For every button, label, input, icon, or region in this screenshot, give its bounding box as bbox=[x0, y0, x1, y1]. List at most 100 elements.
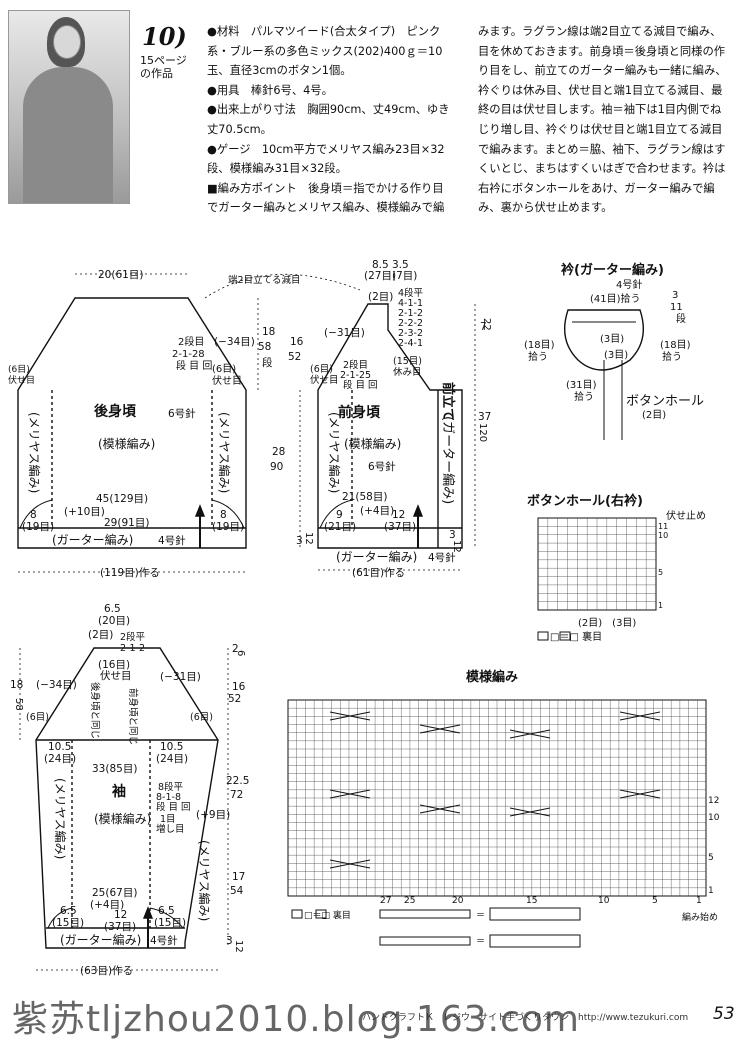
front-w35: 3.5 bbox=[392, 259, 409, 271]
back-needle4: 4号針 bbox=[158, 534, 186, 547]
front-outline bbox=[317, 303, 463, 549]
tools-line: ●用具 棒針6号、4号。 bbox=[207, 83, 333, 97]
cable-cross bbox=[329, 711, 371, 721]
svg-text:2-1-2: 2-1-2 bbox=[120, 643, 145, 654]
front-fuse: 伏せ目 bbox=[310, 374, 339, 386]
front-d16: 16 bbox=[290, 336, 304, 348]
sleeve-d16: 16 bbox=[232, 681, 246, 693]
back-cast6-right: (6目) bbox=[212, 364, 236, 375]
pat-col-20: 20 bbox=[452, 896, 464, 906]
sleeve-d6: 6 bbox=[235, 650, 246, 656]
sleeve-w33: 33(85目) bbox=[92, 763, 137, 775]
pat-row-5: 5 bbox=[708, 853, 714, 863]
placket-label: 前立て bbox=[440, 382, 456, 421]
sleeve-pattern: (模様編み) bbox=[94, 811, 151, 826]
sleeve-w20: (20目) bbox=[98, 615, 130, 627]
front-w21b: (21目) bbox=[324, 521, 356, 533]
sleeve-d12: 12 bbox=[233, 940, 244, 953]
back-garter: (ガーター編み) bbox=[52, 532, 133, 547]
front-needle: 6号針 bbox=[368, 460, 396, 473]
sleeve-w4: (+4目) bbox=[90, 899, 124, 911]
pattern-number: 10) bbox=[142, 22, 187, 51]
front-minus31: (−31目) bbox=[324, 327, 365, 339]
buttonhole-bindoff: 伏せ止め bbox=[666, 509, 706, 522]
watermark: 紫苏tljzhou2010.blog.163.com bbox=[12, 999, 580, 1040]
sleeve-d52: 52 bbox=[228, 693, 241, 705]
cable-cross bbox=[329, 789, 371, 799]
bh-row-10: 10 bbox=[658, 531, 668, 540]
sleeve-w24-right: (24目) bbox=[156, 753, 188, 765]
collar-buttonhole: ボタンホール bbox=[626, 394, 704, 409]
svg-text:8-1-8: 8-1-8 bbox=[156, 792, 181, 803]
collar-pick31: (31目) bbox=[566, 380, 597, 391]
back-outline bbox=[17, 297, 247, 549]
back-w8-right: 8 bbox=[220, 509, 227, 521]
svg-text:8段平: 8段平 bbox=[158, 781, 184, 793]
pat-col-25: 25 bbox=[404, 896, 415, 906]
materials-line: ●材料 パルマツイード(合太タイプ) ピンク系・ブルー系の多色ミックス(202)… bbox=[207, 25, 443, 78]
svg-text:4段平: 4段平 bbox=[398, 287, 424, 299]
sleeve-fuse16: (16目) bbox=[98, 659, 130, 671]
front-w12: 12 bbox=[392, 509, 405, 521]
bh-row-1: 1 bbox=[658, 601, 663, 610]
back-d18: 18 bbox=[262, 326, 275, 338]
back-d58: 58 bbox=[258, 341, 271, 353]
front-d22: 22 bbox=[481, 318, 492, 331]
collar-title: 衿(ガーター編み) bbox=[561, 262, 664, 278]
cable-cross bbox=[619, 711, 661, 721]
back-w19-right: (19目) bbox=[212, 521, 244, 533]
svg-text:段 目 回: 段 目 回 bbox=[156, 801, 191, 813]
front-w37: (37目) bbox=[384, 521, 416, 533]
back-cast: (119目)作る bbox=[100, 567, 160, 579]
sleeve-fuse: 伏せ目 bbox=[100, 669, 132, 682]
instructions-block: みます。ラグラン線は端2目立てる減目で編み、目を休めておきます。前身頃＝後身頃と… bbox=[478, 25, 727, 215]
sleeve-w12: 12 bbox=[114, 909, 127, 921]
collar-pick3-right: (3目) bbox=[604, 350, 628, 361]
collar-bh2: (2目) bbox=[642, 410, 666, 421]
pat-col-27: 27 bbox=[380, 896, 391, 906]
collar-pick-lbl-bottom: 拾う bbox=[574, 390, 594, 403]
back-dan: 段 bbox=[262, 356, 273, 369]
collar-pick18-left: (18目) bbox=[524, 340, 555, 351]
sleeve-d18: 18 bbox=[10, 679, 23, 691]
collar-needle: 4号針 bbox=[616, 278, 642, 291]
back-w19-left: (19目) bbox=[22, 521, 54, 533]
sweater-photo bbox=[8, 10, 130, 204]
front-needle4: 4号針 bbox=[428, 551, 456, 564]
front-d12: 12 bbox=[303, 532, 314, 545]
points-line: ■編み方ポイント 後身頃＝指でかける作り目でガーター編みとメリヤス編み、模様編み… bbox=[207, 181, 445, 215]
bh-row-5: 5 bbox=[658, 568, 663, 577]
cable-cross bbox=[419, 724, 461, 734]
photo-face bbox=[53, 25, 81, 59]
collar-outline bbox=[564, 309, 644, 371]
sleeve-d2: 2 bbox=[232, 643, 239, 655]
collar-d11: 11 bbox=[670, 302, 683, 313]
sleeve-side-left: (メリヤス編み) bbox=[53, 778, 68, 859]
collar-pick3-left: (3目) bbox=[600, 334, 624, 345]
front-d7: 7 bbox=[480, 321, 487, 333]
sleeve-cast: (63目)作る bbox=[80, 965, 133, 977]
sleeve-needle4: 4号針 bbox=[150, 934, 178, 947]
sleeve-w65b-left: 6.5 bbox=[60, 905, 77, 917]
svg-text:段 目 回: 段 目 回 bbox=[343, 379, 378, 391]
collar-dan: 段 bbox=[676, 312, 686, 325]
pat-col-5: 5 bbox=[652, 896, 658, 906]
svg-text:4-1-1: 4-1-1 bbox=[398, 298, 423, 309]
size-line: ●出来上がり寸法 胸囲90cm、丈49cm、ゆき丈70.5cm。 bbox=[207, 103, 450, 136]
sleeve-same-back: 後身頃と同じ bbox=[89, 682, 101, 739]
sleeve-title: 袖 bbox=[112, 783, 126, 800]
front-cast: (61目)作る bbox=[352, 567, 405, 579]
collar-pick18-right: (18目) bbox=[660, 340, 691, 351]
sleeve-plus9: (+9目) bbox=[196, 809, 230, 821]
placket-sub: (ガーター編み) bbox=[440, 416, 456, 504]
pat-legend-eq2: ＝ bbox=[476, 937, 485, 947]
sleeve-w65b-right: 6.5 bbox=[158, 905, 175, 917]
svg-text:2-3-2: 2-3-2 bbox=[398, 328, 423, 339]
back-fuse-right: 伏せ目 bbox=[212, 374, 242, 387]
page-reference: 15ページ の作品 bbox=[140, 54, 187, 80]
sleeve-d54: 54 bbox=[230, 885, 244, 897]
svg-text:1目: 1目 bbox=[160, 814, 176, 825]
back-w45: 45(129目) bbox=[96, 493, 148, 505]
cable-cross bbox=[619, 789, 661, 799]
sleeve-same-front: 前身頃と同じ bbox=[127, 688, 139, 745]
